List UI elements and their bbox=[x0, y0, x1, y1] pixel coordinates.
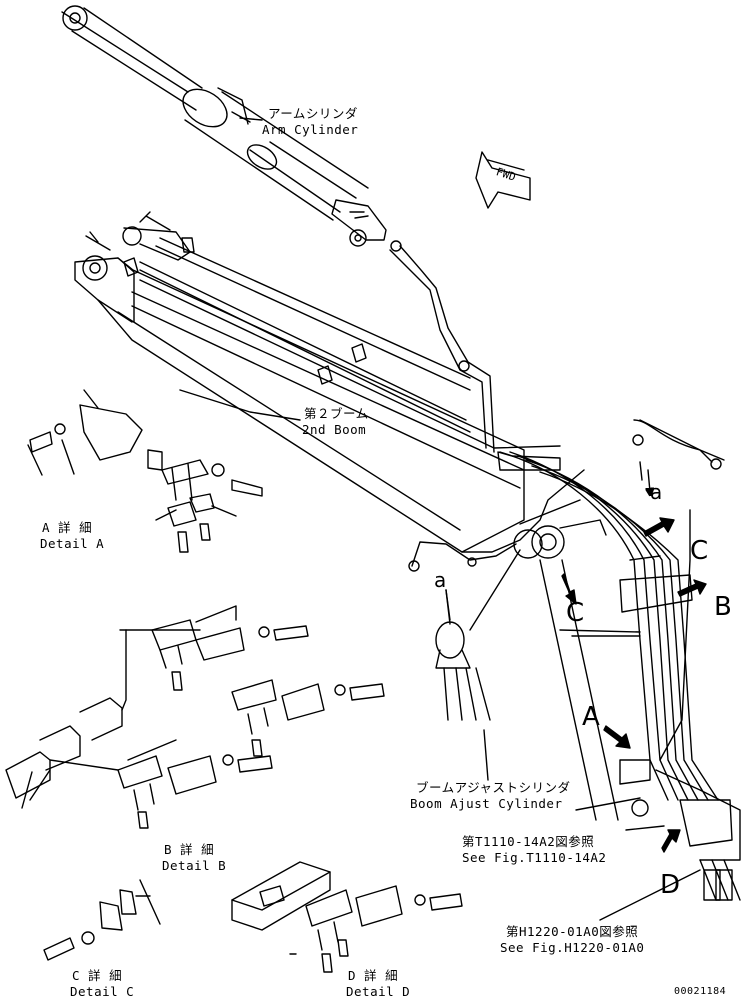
arm-cylinder-leader bbox=[240, 118, 262, 120]
boom-adjust-label-jp: ブームアジャストシリンダ bbox=[416, 780, 571, 795]
lower-right-assembly bbox=[620, 760, 740, 900]
marker-c: C bbox=[690, 536, 709, 566]
arm-cylinder-label-jp: アームシリンダ bbox=[268, 106, 358, 121]
detail-a-label-jp: A 詳 細 bbox=[42, 520, 93, 535]
arrow-b-marker bbox=[678, 580, 706, 596]
arrow-c-marker bbox=[644, 518, 674, 536]
ref2-label-jp: 第H1220-01A0図参照 bbox=[506, 924, 639, 939]
view-a-upper: a bbox=[650, 480, 663, 504]
view-arrows bbox=[446, 462, 650, 780]
arrow-inner bbox=[562, 574, 576, 604]
arrow-d-marker bbox=[662, 830, 680, 852]
hose-lines bbox=[390, 241, 724, 800]
detail-d-label-jp: D 詳 細 bbox=[348, 968, 399, 983]
detail-b-label-jp: B 詳 細 bbox=[164, 842, 215, 857]
second-boom-label-jp: 第２ブーム bbox=[304, 406, 369, 421]
second-boom-leader bbox=[180, 390, 300, 420]
view-a-lower: a bbox=[434, 568, 447, 592]
detail-a-label-en: Detail A bbox=[40, 536, 105, 551]
marker-d: D bbox=[660, 870, 681, 900]
ref1-leader bbox=[576, 798, 640, 810]
ref2-label-en: See Fig.H1220-01A0 bbox=[500, 940, 645, 955]
detail-c-label-en: Detail C bbox=[70, 984, 135, 999]
arm-cylinder-label-en: Arm Cylinder bbox=[262, 122, 359, 137]
second-boom bbox=[75, 212, 640, 820]
view-c-marker: C bbox=[566, 598, 585, 628]
fwd-arrow bbox=[476, 152, 530, 208]
detail-d-parts bbox=[232, 862, 462, 972]
ref1-label-en: See Fig.T1110-14A2 bbox=[462, 850, 607, 865]
detail-c-label-jp: C 詳 細 bbox=[72, 968, 123, 983]
fwd-indicator: FWD bbox=[482, 150, 536, 200]
ref2-leader bbox=[600, 870, 700, 920]
detail-d-label-en: Detail D bbox=[346, 984, 411, 999]
arrow-a-marker bbox=[604, 726, 630, 748]
detail-b-parts bbox=[6, 606, 384, 828]
detail-a-parts bbox=[28, 390, 262, 552]
fwd-label: FWD bbox=[494, 165, 518, 184]
ref1-label-jp: 第T1110-14A2図参照 bbox=[462, 834, 595, 849]
drawing-number: 00021184 bbox=[674, 986, 727, 997]
marker-b: B bbox=[714, 592, 733, 622]
second-boom-label-en: 2nd Boom bbox=[302, 422, 367, 437]
boom-adjust-cylinder bbox=[409, 542, 520, 720]
detail-c-parts bbox=[44, 880, 160, 960]
marker-a: A bbox=[582, 702, 601, 732]
detail-b-label-en: Detail B bbox=[162, 858, 227, 873]
boom-adjust-label-en: Boom Ajust Cylinder bbox=[410, 796, 563, 811]
arm-cylinder bbox=[62, 6, 386, 246]
detail-arrows bbox=[562, 518, 706, 852]
